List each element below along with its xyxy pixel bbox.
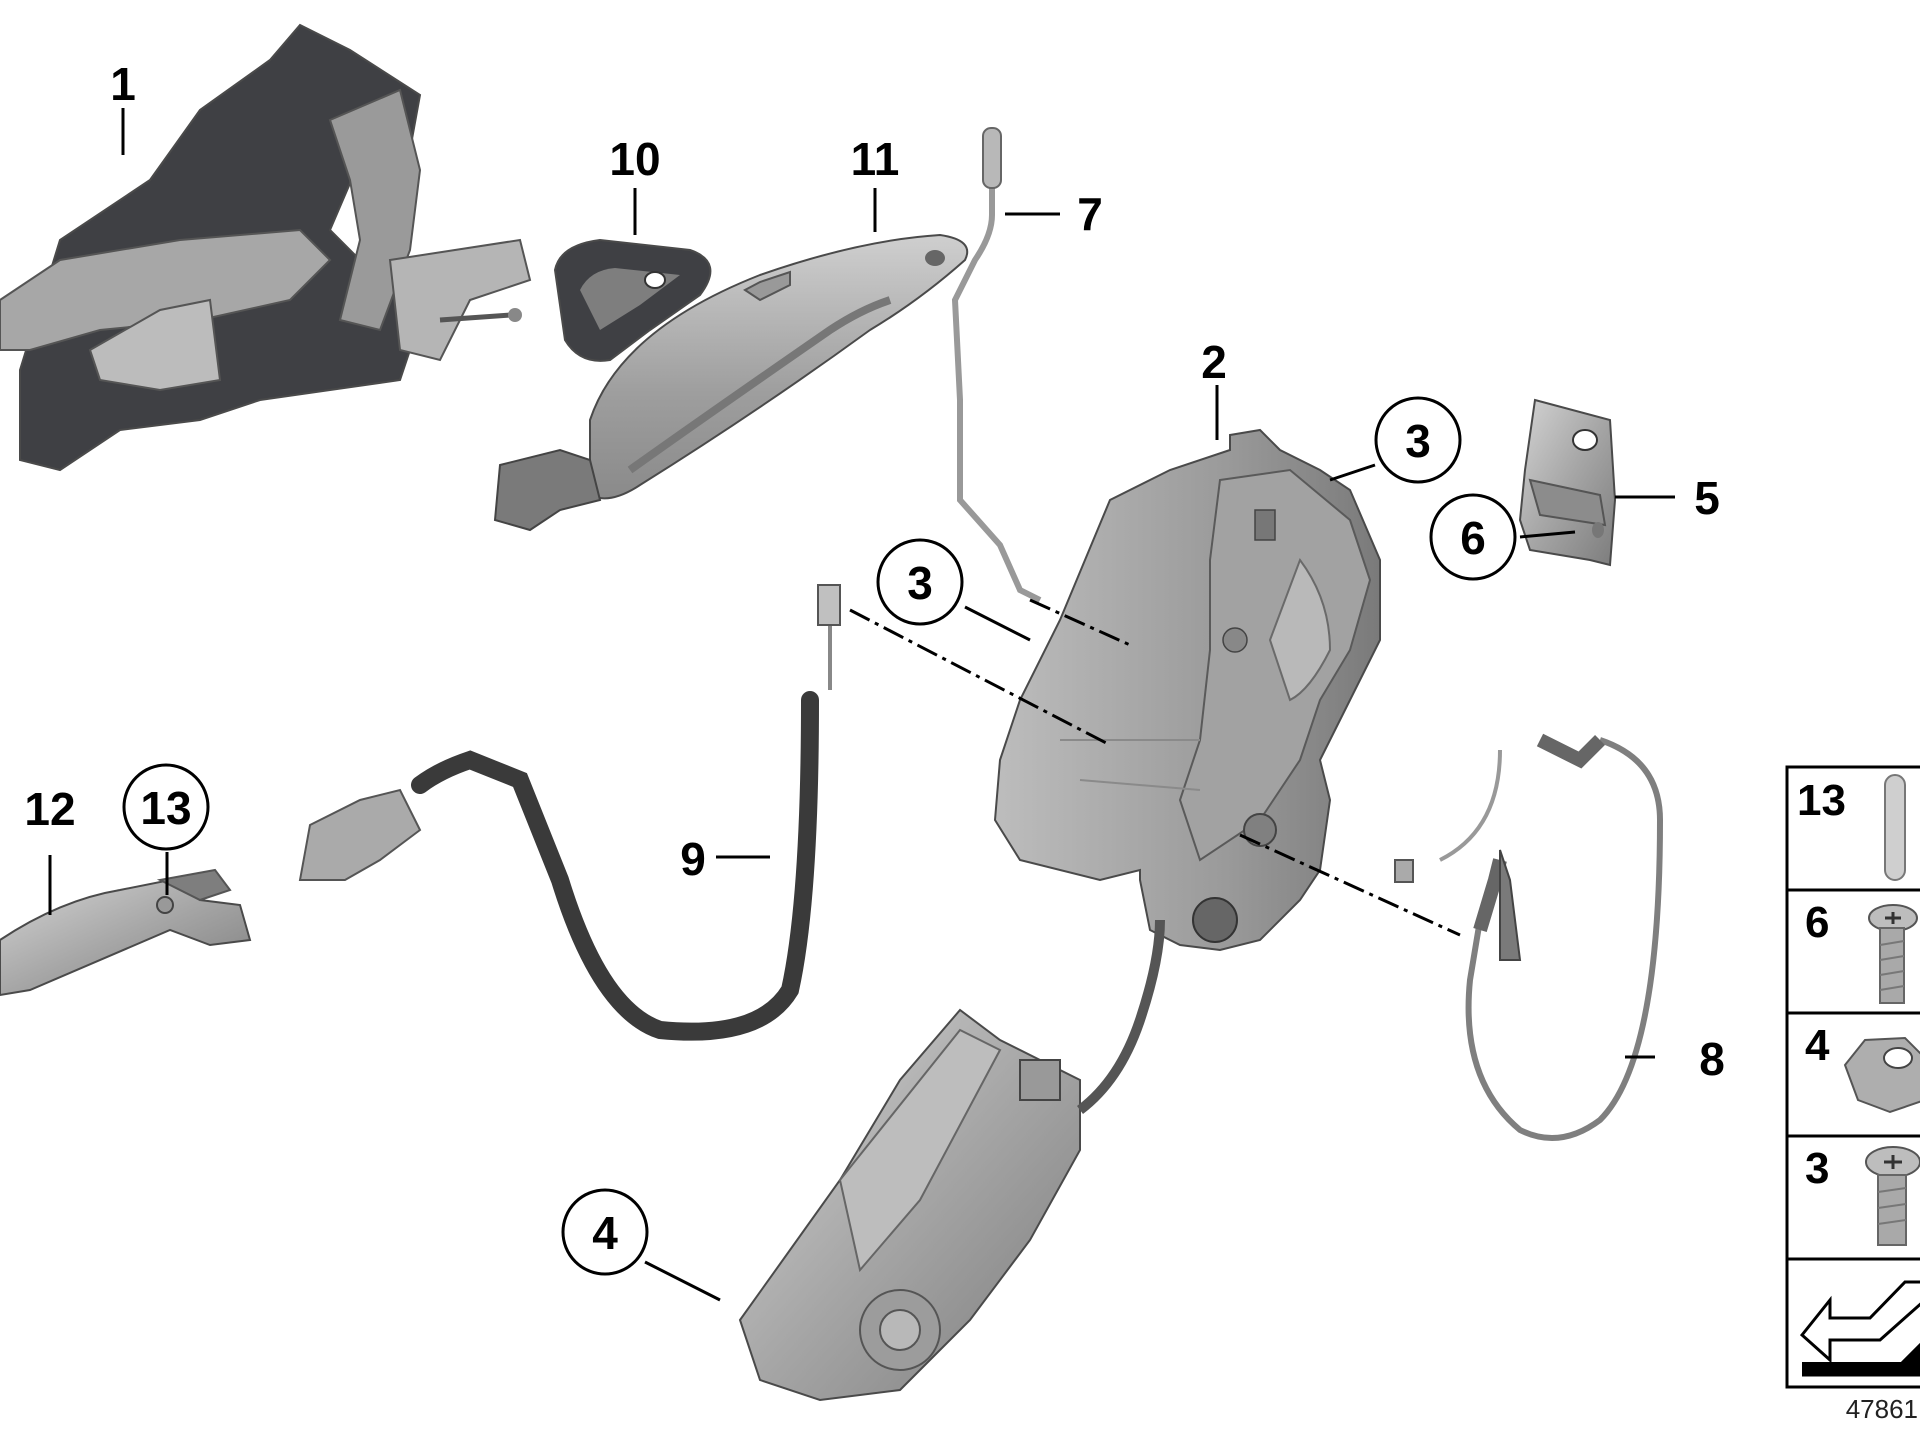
callout-6: 6 [1460, 512, 1486, 564]
striker-plate-part-5 [1518, 398, 1617, 567]
callout-3a-circle [1374, 396, 1462, 484]
callout-9: 9 [680, 833, 706, 885]
callout-12: 12 [24, 783, 75, 835]
rod-part-7 [951, 127, 1042, 603]
legend-number-4: 4 [1805, 1021, 1830, 1070]
hardware-legend: 13 6 4 3 [1785, 765, 1920, 1389]
callout-7: 7 [1077, 188, 1103, 240]
orientation-arrow-icon [1799, 1280, 1920, 1377]
callout-4: 4 [592, 1207, 618, 1259]
legend-row-4: 4 [1805, 1021, 1920, 1114]
diagram-reference-number: 47861 [1846, 1394, 1918, 1424]
callout-5: 5 [1694, 472, 1720, 524]
callout-11: 11 [851, 133, 900, 185]
callouts: 1 10 11 7 2 3 5 6 3 12 13 9 8 4 [24, 58, 1725, 1276]
pin-icon [1884, 774, 1906, 881]
callout-10: 10 [609, 133, 660, 185]
legend-row-6: 6 [1805, 898, 1918, 1004]
legend-number-6: 6 [1805, 898, 1829, 947]
callout-3a: 3 [1405, 415, 1431, 467]
legend-number-3: 3 [1805, 1144, 1829, 1193]
gasket-part-10 [553, 238, 712, 362]
cable-part-8 [1394, 733, 1664, 1141]
callout-6-circle [1429, 493, 1517, 581]
door-handle-part-11 [493, 233, 969, 532]
handle-carrier-part-1 [0, 23, 532, 472]
inner-handle-part-12 [0, 868, 252, 997]
legend-number-13: 13 [1797, 776, 1846, 825]
callout-3b-circle [876, 538, 964, 626]
callout-4-circle [561, 1188, 649, 1276]
callout-3b: 3 [907, 557, 933, 609]
torx-bolt-icon-2 [1865, 1146, 1920, 1246]
callout-2: 2 [1201, 336, 1227, 388]
legend-row-3: 3 [1805, 1144, 1920, 1246]
torx-bolt-icon [1868, 904, 1918, 1004]
hex-nut-icon [1843, 1036, 1920, 1114]
callout-13-circle [122, 763, 210, 851]
legend-row-13: 13 [1797, 774, 1906, 881]
actuator-part-4 [738, 919, 1165, 1402]
leader-lines [48, 108, 1675, 1302]
cable-part-9 [298, 584, 841, 1041]
callout-13: 13 [140, 782, 191, 834]
door-lock-part-2 [993, 428, 1381, 952]
callout-1: 1 [110, 58, 136, 110]
callout-8: 8 [1699, 1033, 1725, 1085]
